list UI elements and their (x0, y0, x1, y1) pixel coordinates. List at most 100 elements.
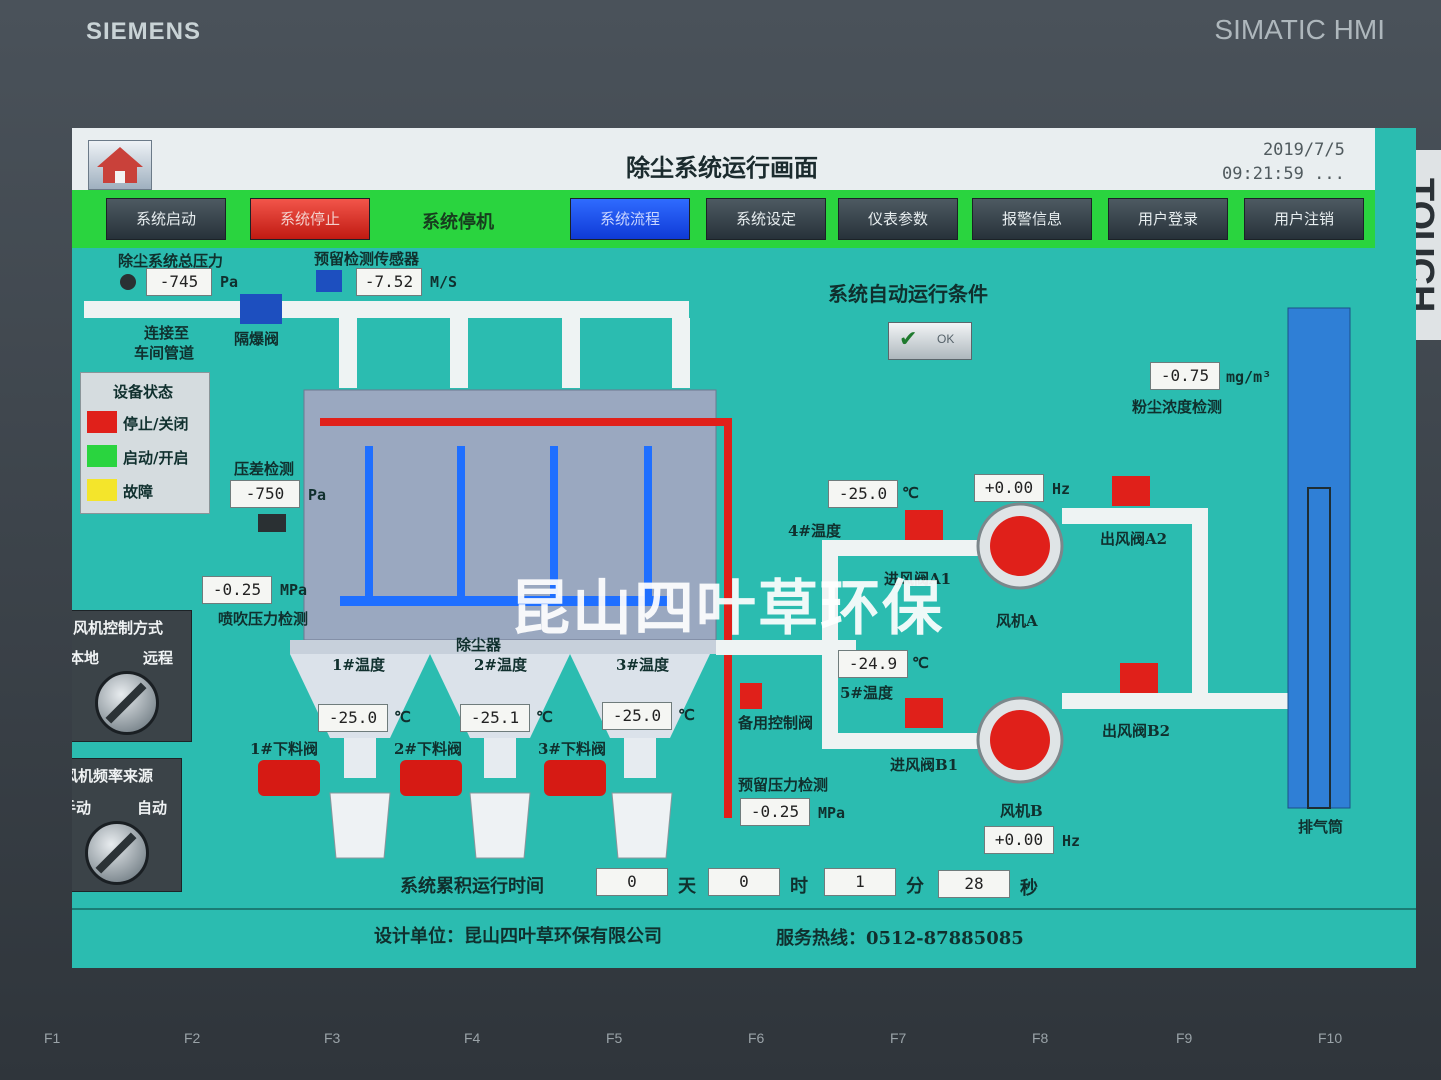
connect-label-2: 车间管道 (134, 344, 195, 362)
bin-2 (469, 792, 531, 859)
reserve-pressure-value: -0.25 (740, 798, 810, 826)
inlet-pipe-4 (672, 318, 690, 388)
pressure-gauge-icon (120, 274, 136, 290)
fkey-f4[interactable]: F4 (464, 1030, 481, 1046)
hopper-neck-2 (484, 738, 516, 778)
feeder-motor-3 (544, 760, 606, 796)
pulse-riser (724, 418, 732, 818)
bag-row-3 (550, 446, 558, 596)
fan-freq-panel: 风机频率来源 手动 自动 (72, 758, 182, 892)
total-pressure-label: 除尘系统总压力 (118, 252, 224, 270)
valve-a2 (1112, 476, 1150, 506)
hopper-neck-3 (624, 738, 656, 778)
runtime-days: 0 (596, 868, 668, 896)
temp3-unit: ℃ (678, 706, 695, 724)
device-status-legend: 设备状态 停止/关闭 启动/开启 故障 (80, 372, 210, 514)
fkey-f5[interactable]: F5 (606, 1030, 623, 1046)
fkey-f1[interactable]: F1 (44, 1030, 61, 1046)
collector-label: 除尘器 (456, 636, 502, 654)
spray-pressure-unit: MPa (280, 581, 308, 599)
user-logout-button[interactable]: 用户注销 (1244, 198, 1364, 240)
temp4-unit: ℃ (902, 484, 919, 502)
temp3-label: 3#温度 (616, 656, 670, 674)
ok-label: OK (937, 332, 955, 346)
valve-a2-label: 出风阀A2 (1100, 530, 1168, 548)
diff-sensor-icon (258, 514, 286, 532)
fan-a-outlet-duct (1062, 508, 1202, 524)
fkey-f7[interactable]: F7 (890, 1030, 907, 1046)
temp4-label: 4#温度 (788, 522, 842, 540)
fan-a-label: 风机A (996, 612, 1038, 630)
flow-sensor-icon (316, 270, 342, 292)
runtime-seconds: 28 (938, 870, 1010, 898)
brand-logo: SIEMENS (86, 18, 202, 45)
runtime-minutes: 1 (824, 868, 896, 896)
process-diagram (84, 294, 1351, 859)
inlet-pipe-1 (339, 318, 357, 388)
fan-b-outlet-duct (1062, 693, 1292, 709)
temp5-unit: ℃ (912, 654, 929, 672)
temp1-unit: ℃ (394, 708, 411, 726)
feeder1-label: 1#下料阀 (250, 740, 319, 758)
reserve-pressure-label: 预留压力检测 (738, 776, 829, 794)
watermark-text: 昆山四叶草环保 (510, 574, 944, 644)
time-label: 09:21:59 ... (1222, 164, 1345, 184)
fkey-f10[interactable]: F10 (1318, 1030, 1343, 1046)
main-duct (84, 301, 689, 318)
hmi-screen: 除尘系统运行画面 2019/7/5 09:21:59 ... 系统启动 系统停止… (72, 128, 1416, 968)
fkey-f2[interactable]: F2 (184, 1030, 201, 1046)
exhaust-stack (1287, 307, 1351, 809)
fkey-f3[interactable]: F3 (324, 1030, 341, 1046)
system-start-button[interactable]: 系统启动 (106, 198, 226, 240)
fan-a-freq-unit: Hz (1052, 480, 1071, 498)
fan-control-knob[interactable] (95, 671, 159, 735)
dust-value: -0.75 (1150, 362, 1220, 390)
title-bar (72, 128, 1375, 190)
dust-unit: mg/m³ (1226, 368, 1272, 386)
fan-a-rotor (990, 516, 1050, 576)
legend-title: 设备状态 (113, 383, 174, 401)
auto-conditions-title: 系统自动运行条件 (828, 282, 988, 306)
diff-pressure-value: -750 (230, 480, 300, 508)
temp2-value: -25.1 (460, 704, 530, 732)
model-label: SIMATIC HMI (1214, 14, 1385, 45)
footer-hotline: 服务热线：0512-87885085 (776, 928, 1024, 949)
stack-label: 排气筒 (1298, 818, 1344, 836)
bin-3 (611, 792, 673, 859)
system-flow-button[interactable]: 系统流程 (570, 198, 690, 240)
system-stop-button[interactable]: 系统停止 (250, 198, 370, 240)
user-login-button[interactable]: 用户登录 (1108, 198, 1228, 240)
fkey-f6[interactable]: F6 (748, 1030, 765, 1046)
fkey-f9[interactable]: F9 (1176, 1030, 1193, 1046)
fan-freq-auto: 自动 (137, 799, 168, 817)
alarm-info-button[interactable]: 报警信息 (972, 198, 1092, 240)
blast-valve-label: 隔爆阀 (234, 330, 280, 348)
fan-control-panel: 风机控制方式 本地 远程 (72, 610, 192, 742)
runtime-second-unit: 秒 (1020, 878, 1038, 899)
temp2-unit: ℃ (536, 708, 553, 726)
reserve-pressure-unit: MPa (818, 804, 846, 822)
hopper-neck-1 (344, 738, 376, 778)
fan-freq-manual: 手动 (72, 799, 92, 817)
fkey-f8[interactable]: F8 (1032, 1030, 1049, 1046)
connect-label-1: 连接至 (144, 324, 190, 342)
fan-freq-title: 风机频率来源 (72, 767, 154, 785)
outlet-duct (716, 640, 856, 655)
backup-valve-label: 备用控制阀 (738, 714, 814, 732)
home-button[interactable] (88, 140, 152, 190)
total-pressure-value: -745 (146, 268, 212, 296)
fan-control-local: 本地 (72, 649, 100, 667)
meter-params-button[interactable]: 仪表参数 (838, 198, 958, 240)
runtime-minute-unit: 分 (906, 876, 924, 897)
fan-splitter (822, 548, 838, 748)
home-icon (97, 147, 143, 183)
fan-a-freq-value: +0.00 (974, 474, 1044, 502)
bin-1 (329, 792, 391, 859)
valve-a1 (905, 510, 943, 540)
fan-freq-knob[interactable] (85, 821, 149, 885)
system-settings-button[interactable]: 系统设定 (706, 198, 826, 240)
checkmark-icon: ✔ (899, 327, 918, 352)
auto-conditions-ok-button[interactable]: ✔ OK (888, 322, 972, 360)
diff-pressure-label: 压差检测 (234, 460, 295, 478)
temp2-label: 2#温度 (474, 656, 528, 674)
